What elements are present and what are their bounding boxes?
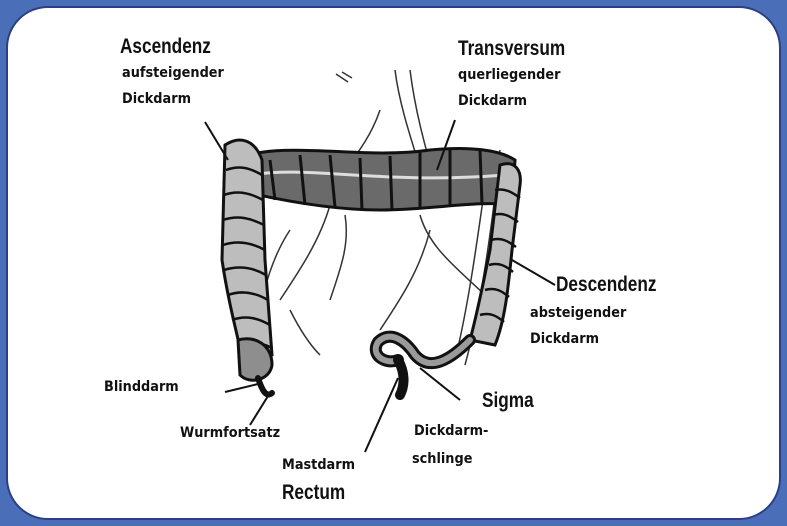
label-ascendenz-title: Ascendenz [120,36,211,57]
label-blinddarm: Blinddarm [104,380,179,394]
blood-vessels [255,70,500,365]
label-descendenz-line1: absteigender [530,306,626,320]
sigmoid-colon [376,337,470,363]
label-transversum-line2: Dickdarm [458,94,527,108]
label-sigma-line1: Dickdarm- [414,424,488,438]
label-ascendenz-line2: Dickdarm [122,92,191,106]
appendix [258,378,272,395]
label-sigma-title: Sigma [482,390,534,411]
label-transversum-line1: querliegender [458,68,560,82]
label-sigma-line2: schlinge [412,452,472,466]
rectum [398,360,404,395]
transverse-colon [236,148,515,210]
caecum [238,339,272,395]
label-mastdarm: Mastdarm [282,458,355,472]
label-transversum-title: Transversum [458,38,565,59]
label-descendenz-line2: Dickdarm [530,332,599,346]
label-descendenz-title: Descendenz [556,274,656,295]
label-wurmfortsatz: Wurmfortsatz [180,426,280,440]
label-rectum-title: Rectum [282,482,345,503]
label-ascendenz-line1: aufsteigender [122,66,224,80]
